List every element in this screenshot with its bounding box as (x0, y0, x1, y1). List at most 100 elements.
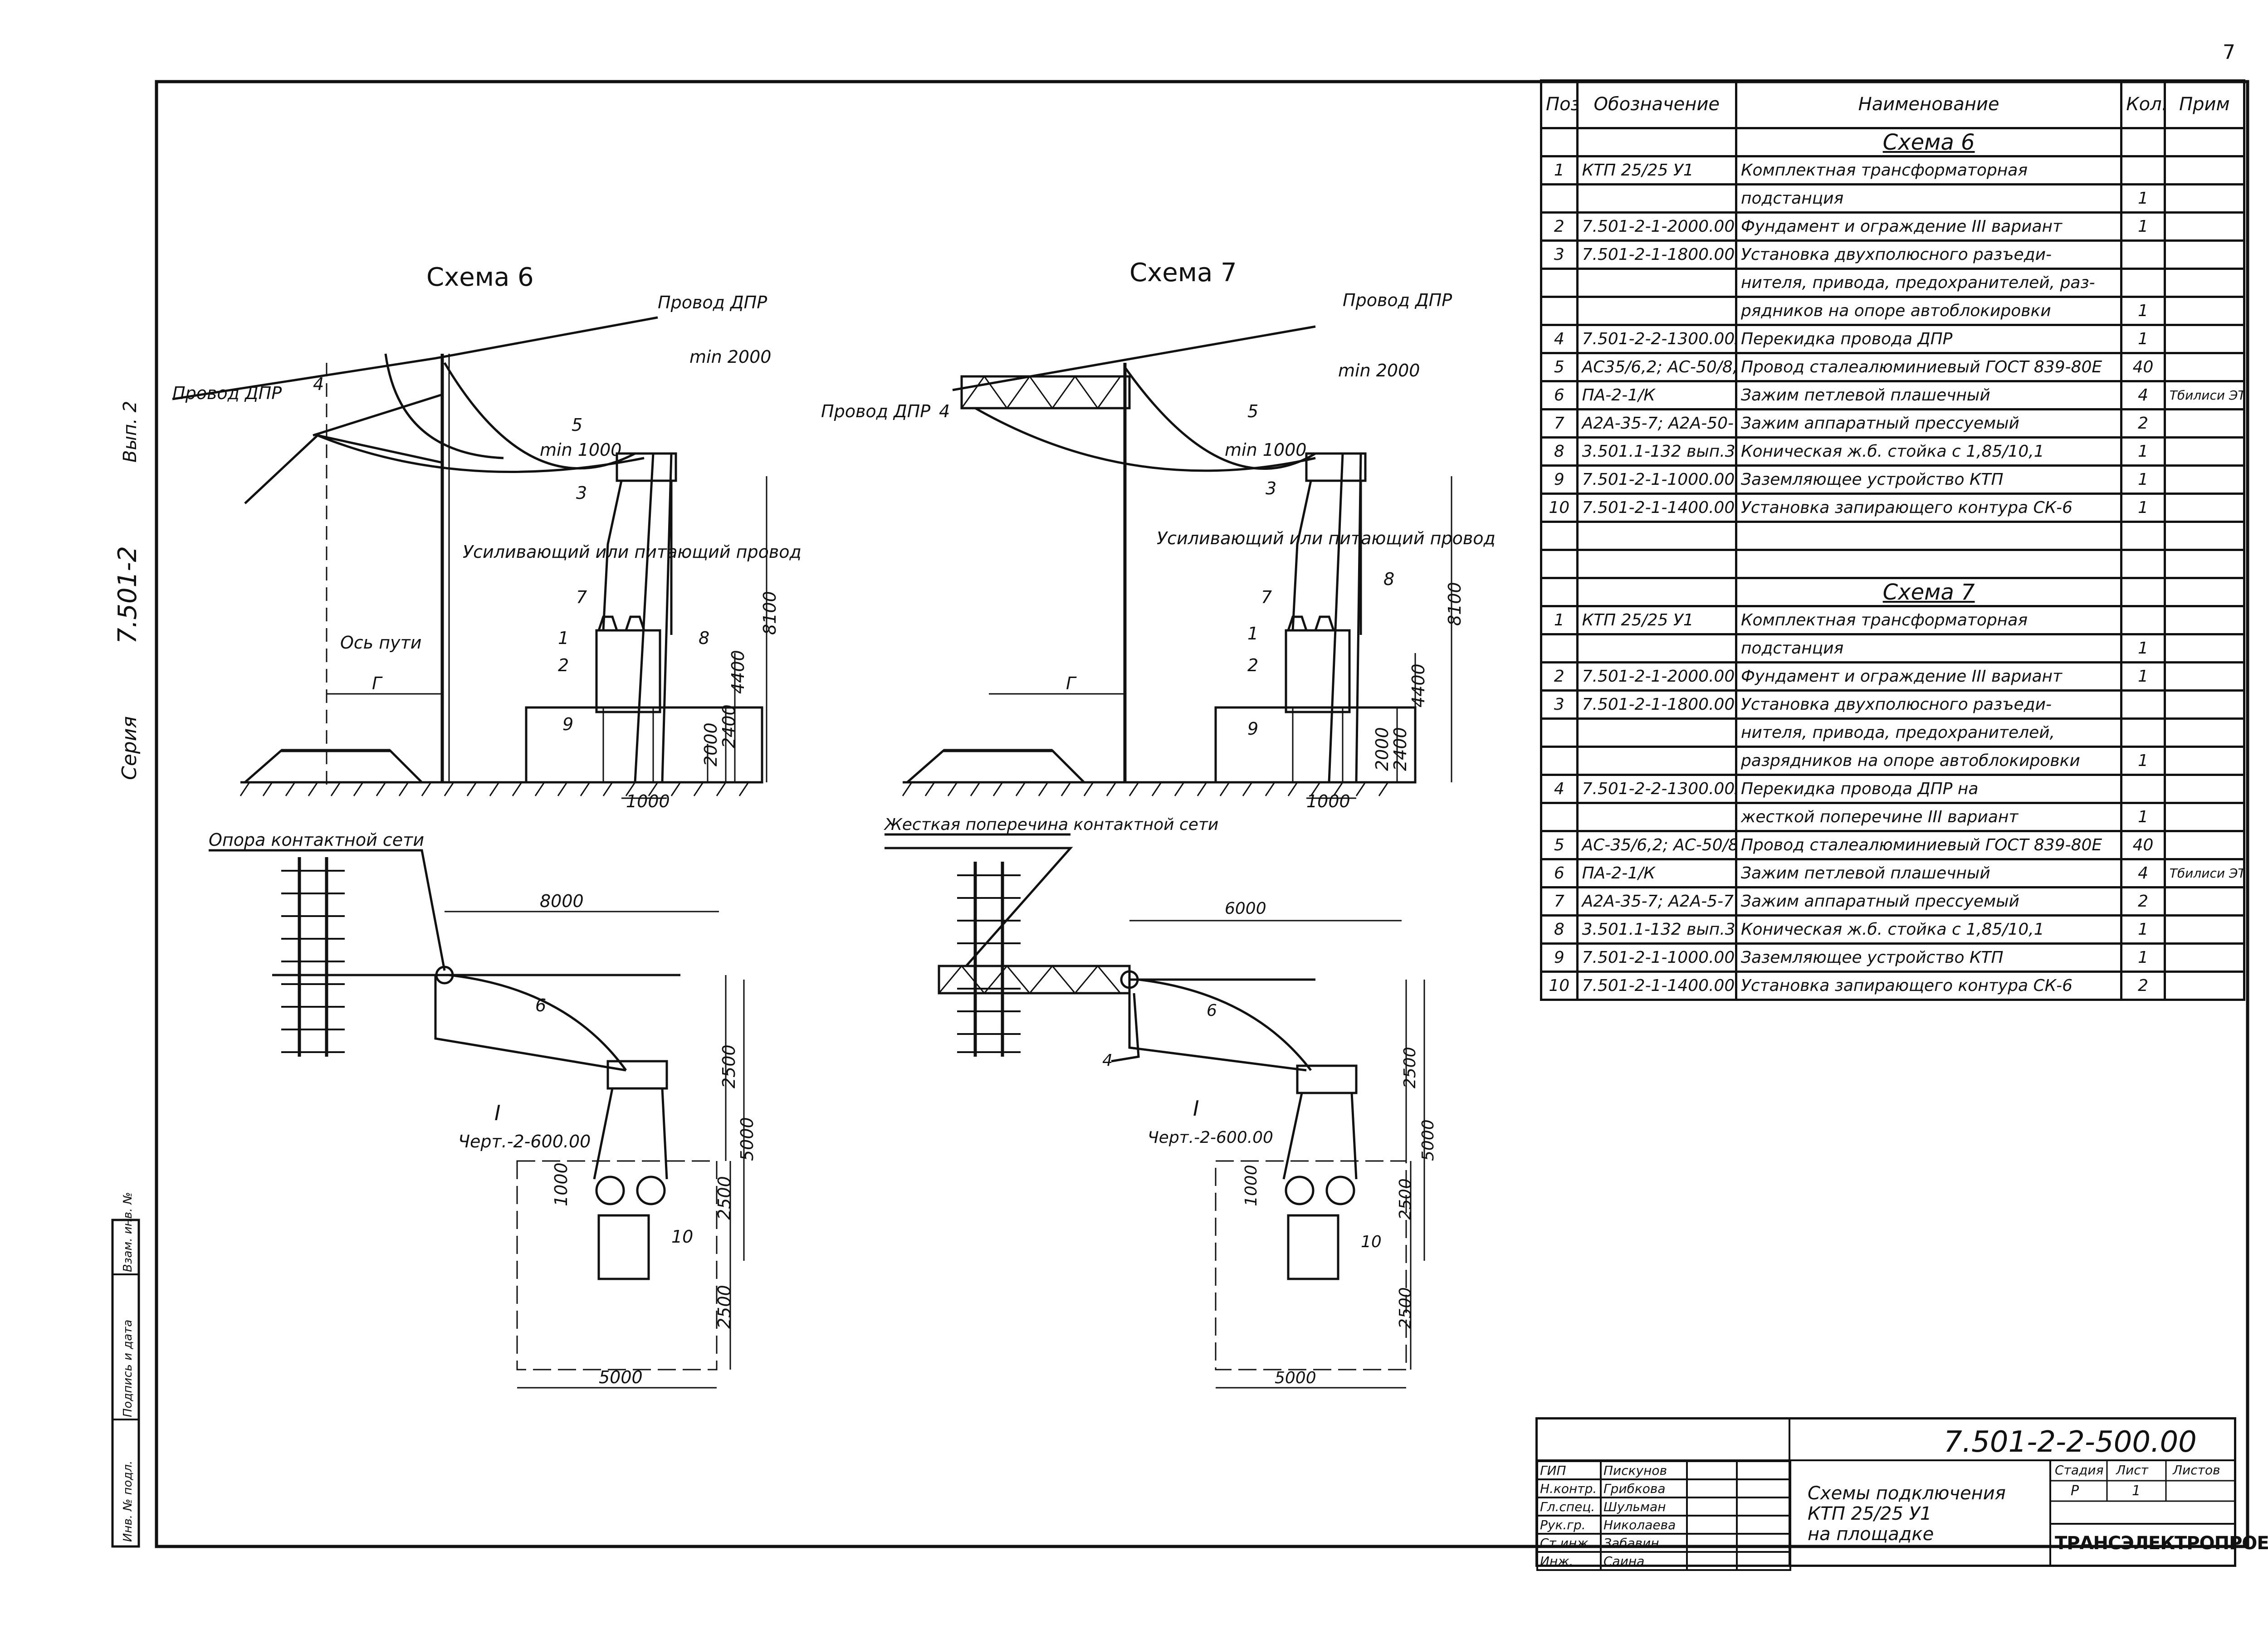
spec-header-name: Наименование (1735, 79, 2123, 129)
series-value: 7.501-2 (113, 546, 142, 644)
spec-cell-des: ПА-2-1/К (1576, 858, 1737, 888)
spec-cell-name: разрядников на опоре автоблокировки (1735, 746, 2123, 776)
approval-role: ГИП (1536, 1460, 1602, 1480)
spec-row: 47.501-2-2-1300.00л2Перекидка провода ДП… (1540, 774, 2246, 804)
s6-min2000: min 2000 (689, 347, 771, 367)
s6-g: Г (372, 673, 383, 693)
spec-cell-qty: 40 (2120, 830, 2166, 860)
spec-cell-note (2163, 942, 2246, 973)
spec-cell-des: 7.501-2-2-1300.00л2 (1576, 774, 1737, 804)
spec-cell-name: Зажим петлевой плашечный (1735, 380, 2123, 410)
s6-support-label: Опора контактной сети (209, 830, 424, 850)
approval-role: Ст.инж. (1536, 1533, 1602, 1553)
s7-n7: 7 (1261, 587, 1272, 607)
s7-n2: 2 (1247, 655, 1258, 675)
sheets-label: Листов (2173, 1463, 2220, 1478)
spec-cell-des: 7.501-2-1-1000.00 (1576, 942, 1737, 973)
s7-d1000: 1000 (1242, 1165, 1261, 1206)
spec-cell-des: 7.501-2-1-1000.00 (1576, 464, 1737, 495)
spec-cell-qty: 2 (2120, 886, 2166, 917)
s7-h8100: 8100 (1445, 582, 1465, 626)
s7-n4: 4 (939, 401, 950, 421)
s7-n9: 9 (1247, 719, 1258, 739)
spec-cell-pos (1540, 521, 1579, 551)
spec-cell-qty: 1 (2120, 464, 2166, 495)
spec-cell-pos: 7 (1540, 886, 1579, 917)
approval-name: Пискунов (1600, 1460, 1688, 1480)
spec-cell-qty: 1 (2120, 633, 2166, 663)
doc-code: 7.501-2-2-500.00 (1944, 1425, 2197, 1459)
s6-detail: I (494, 1101, 501, 1125)
spec-cell-qty: 1 (2120, 211, 2166, 242)
scheme7-plan: Жесткая поперечина контактной сети 6000 … (884, 815, 1437, 1389)
spec-cell-pos: 1 (1540, 605, 1579, 635)
spec-header-pos: Поз (1540, 79, 1579, 129)
s6-n9: 9 (562, 714, 573, 734)
spec-cell-pos: 6 (1540, 858, 1579, 888)
s6-n2: 2 (558, 655, 569, 675)
s7-w1000: 1000 (1306, 791, 1350, 811)
spec-cell-qty: 1 (2120, 661, 2166, 692)
stage-value: Р (2071, 1483, 2079, 1499)
spec-cell-note (2163, 155, 2246, 185)
spec-cell-des (1576, 183, 1737, 214)
s7-min2000: min 2000 (1338, 361, 1420, 380)
spec-cell-pos (1540, 633, 1579, 663)
spec-cell-note (2163, 549, 2246, 579)
spec-cell-pos (1540, 296, 1579, 326)
spec-cell-note (2163, 633, 2246, 663)
spec-cell-name: Фундамент и ограждение III вариант (1735, 661, 2123, 692)
approval-signature (1686, 1460, 1738, 1480)
s6-d2500c: 2500 (714, 1285, 734, 1329)
spec-cell-qty: 1 (2120, 914, 2166, 945)
s6-wire-dpr-top: Провод ДПР (658, 293, 767, 312)
s7-h2400: 2400 (1390, 727, 1410, 771)
spec-cell-des: АС-35/6,2; АС-50/8,0 (1576, 830, 1737, 860)
spec-cell-pos: 9 (1540, 942, 1579, 973)
spec-cell-note (2163, 464, 2246, 495)
approval-role: Рук.гр. (1536, 1515, 1602, 1535)
s7-d5000a: 5000 (1419, 1119, 1437, 1161)
spec-cell-note (2163, 352, 2246, 382)
spec-cell-des: КТП 25/25 У1 (1576, 605, 1737, 635)
spec-cell-note (2163, 493, 2246, 523)
approval-row: Рук.гр.Николаева (1536, 1515, 1791, 1535)
spec-cell-note (2163, 211, 2246, 242)
spec-cell-qty (2120, 239, 2166, 270)
title-line2: КТП 25/25 У1 (1808, 1503, 1932, 1524)
s6-n7: 7 (576, 587, 587, 607)
issue-label: Вып. 2 (120, 401, 141, 463)
spec-cell-note (2163, 746, 2246, 776)
spec-cell-pos: 2 (1540, 661, 1579, 692)
spec-cell-note (2163, 521, 2246, 551)
spec-cell-qty (2120, 549, 2166, 579)
spec-cell-qty: 1 (2120, 296, 2166, 326)
spec-cell-qty (2120, 774, 2166, 804)
spec-cell-pos: 9 (1540, 464, 1579, 495)
spec-cell-qty (2120, 521, 2166, 551)
spec-row: нителя, привода, предохранителей, (1540, 717, 2246, 748)
spec-cell-pos: 4 (1540, 774, 1579, 804)
s6-n5: 5 (572, 415, 582, 435)
spec-cell-note (2163, 914, 2246, 945)
spec-cell-pos: 8 (1540, 436, 1579, 467)
spec-cell-qty: 2 (2120, 971, 2166, 1001)
spec-row: 47.501-2-2-1300.00л1Перекидка провода ДП… (1540, 324, 2246, 354)
spec-section-title: Схема 6 (1735, 127, 2123, 157)
s6-d2500a: 2500 (719, 1044, 739, 1088)
scheme6-plan: Опора контактной сети 8000 2500 5000 250… (209, 830, 757, 1389)
spec-cell-note: Тбилиси ЭТЗ (2163, 858, 2246, 888)
